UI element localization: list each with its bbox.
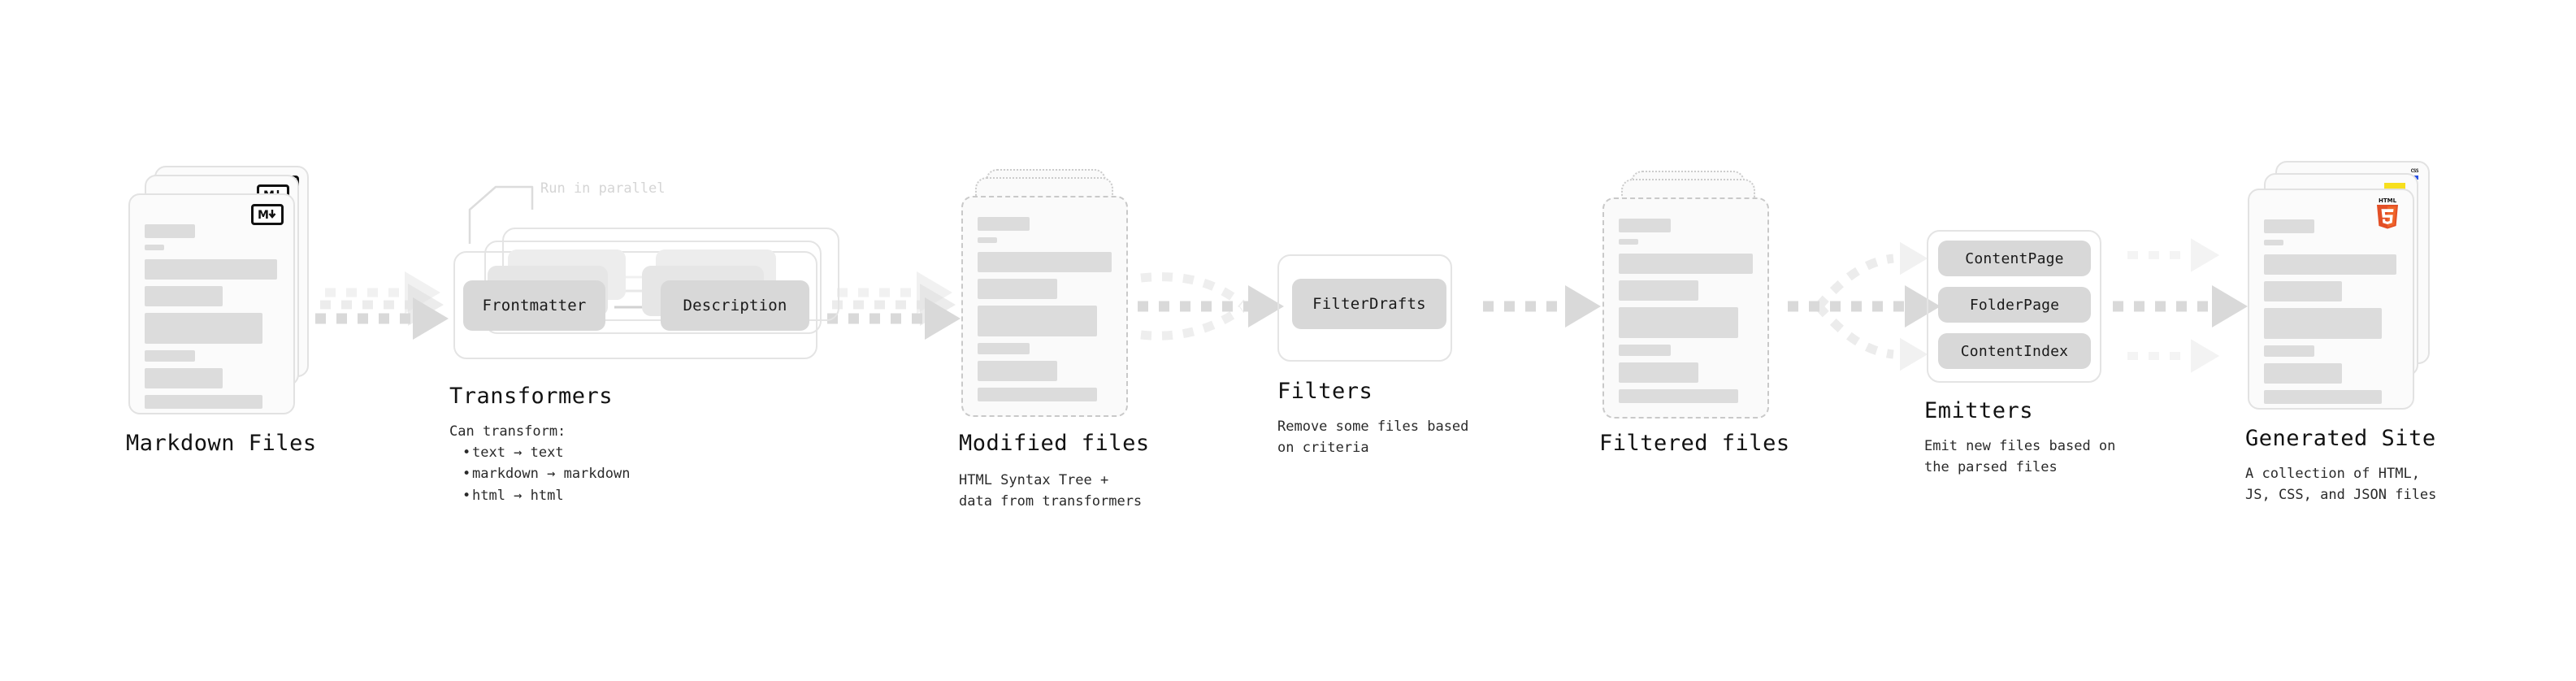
emitter-chip-folderpage[interactable]: FolderPage	[1938, 287, 2091, 323]
skeleton-bar	[978, 217, 1030, 231]
filter-chip-filterdrafts[interactable]: FilterDrafts	[1292, 279, 1446, 329]
emitters-box	[1927, 230, 2101, 383]
skeleton-bar	[978, 237, 997, 243]
filters-title: Filters	[1277, 379, 1373, 404]
emitter-chip-contentpage[interactable]: ContentPage	[1938, 241, 2091, 276]
skeleton-bar	[1619, 345, 1671, 356]
connector-filters-to-filtered	[1483, 285, 1601, 327]
skeleton-bar	[1619, 239, 1638, 245]
filters-box	[1277, 254, 1452, 362]
emitter-chip-contentpage-label: ContentPage	[1965, 249, 2064, 267]
modified-card-skeleton	[978, 217, 1113, 408]
skeleton-bar	[145, 313, 262, 344]
skeleton-bar	[2264, 390, 2382, 404]
skeleton-bar	[978, 252, 1112, 272]
transform-list-item: markdown → markdown	[462, 463, 630, 485]
skeleton-bar	[145, 224, 195, 238]
skeleton-bar	[1619, 280, 1698, 301]
markdown-files-title: Markdown Files	[126, 431, 317, 456]
modified-files-title: Modified files	[959, 431, 1150, 456]
connector-md-to-transformers	[315, 271, 449, 340]
skeleton-bar	[145, 395, 262, 409]
skeleton-bar	[145, 259, 277, 280]
generated-site-title: Generated Site	[2245, 426, 2436, 451]
html5-icon: HTML	[2374, 197, 2401, 229]
modified-card-front	[961, 196, 1128, 417]
skeleton-bar	[1619, 389, 1738, 403]
filter-chip-filterdrafts-label: FilterDrafts	[1312, 295, 1426, 313]
skeleton-bar	[978, 343, 1030, 354]
transform-list-item: html → html	[462, 485, 630, 507]
emitter-chip-contentindex[interactable]: ContentIndex	[1938, 333, 2091, 369]
skeleton-bar	[1619, 307, 1738, 338]
skeleton-bar	[1619, 362, 1698, 383]
connector-modified-to-filters	[1138, 272, 1284, 340]
transformers-title: Transformers	[449, 384, 614, 409]
skeleton-bar	[978, 361, 1057, 381]
skeleton-bar	[978, 306, 1097, 336]
filters-subtitle: Remove some files based on criteria	[1277, 419, 1469, 457]
modified-files-subtitle: HTML Syntax Tree + data from transformer…	[959, 472, 1143, 510]
transformers-subtitle: Can transform:	[449, 423, 566, 440]
transform-list-item: text → text	[462, 442, 630, 464]
skeleton-bar	[2264, 281, 2342, 301]
css-icon-label: CSS	[2410, 168, 2419, 174]
generated-site-subtitle: A collection of HTML, JS, CSS, and JSON …	[2245, 466, 2437, 504]
transformers-transform-list: text → text markdown → markdown html → h…	[449, 442, 630, 506]
emitters-subtitle: Emit new files based on the parsed files	[1924, 438, 2116, 476]
skeleton-bar	[145, 245, 164, 250]
markdown-card-front: M	[128, 193, 295, 414]
emitter-chip-contentindex-label: ContentIndex	[1960, 342, 2069, 360]
skeleton-bar	[2264, 345, 2314, 357]
emitter-chip-folderpage-label: FolderPage	[1969, 296, 2060, 314]
transformer-chip-frontmatter-label: Frontmatter	[482, 297, 587, 314]
skeleton-bar	[145, 368, 223, 388]
filtered-card-skeleton	[1619, 219, 1754, 410]
transformers-box-front	[453, 251, 817, 359]
generated-site-card-html: HTML	[2248, 189, 2414, 410]
connector-transformers-to-modified	[827, 271, 961, 340]
skeleton-bar	[2264, 363, 2342, 384]
transformer-chip-frontmatter[interactable]: Frontmatter	[463, 280, 605, 331]
skeleton-bar	[2264, 254, 2396, 275]
markdown-card-skeleton	[145, 224, 280, 415]
skeleton-bar	[1619, 254, 1753, 274]
generated-site-skeleton	[2264, 219, 2400, 410]
skeleton-bar	[2264, 308, 2382, 339]
transformer-chip-description-label: Description	[683, 297, 787, 314]
skeleton-bar	[2264, 219, 2314, 233]
connector-filtered-to-emitters	[1788, 241, 1941, 371]
connector-emitters-to-site	[2113, 238, 2248, 373]
skeleton-bar	[145, 286, 223, 306]
skeleton-bar	[145, 350, 195, 362]
svg-text:HTML: HTML	[2379, 197, 2397, 204]
skeleton-bar	[978, 279, 1057, 299]
filtered-files-title: Filtered files	[1599, 431, 1790, 456]
run-in-parallel-label: Run in parallel	[540, 180, 666, 197]
transformer-chip-description[interactable]: Description	[661, 280, 809, 331]
skeleton-bar	[1619, 219, 1671, 232]
skeleton-bar	[978, 388, 1097, 401]
svg-text:M: M	[258, 209, 269, 221]
skeleton-bar	[2264, 240, 2283, 245]
markdown-icon: M	[251, 204, 284, 225]
emitters-title: Emitters	[1924, 398, 2034, 423]
filtered-card-front	[1602, 197, 1769, 419]
